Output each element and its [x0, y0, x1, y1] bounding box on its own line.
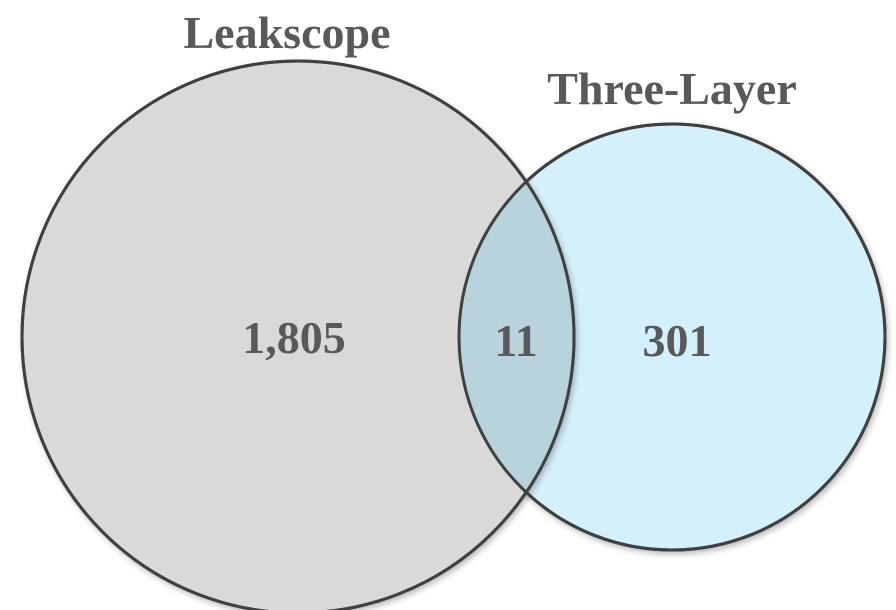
three-layer-circle-outline [457, 122, 887, 552]
leakscope-circle-outline [20, 59, 576, 610]
three-layer-label: Three-Layer [547, 63, 797, 114]
three-layer-only-count: 301 [643, 315, 712, 366]
leakscope-label: Leakscope [184, 7, 391, 58]
leakscope-only-count: 1,805 [242, 312, 346, 363]
overlap-count: 11 [494, 315, 537, 366]
